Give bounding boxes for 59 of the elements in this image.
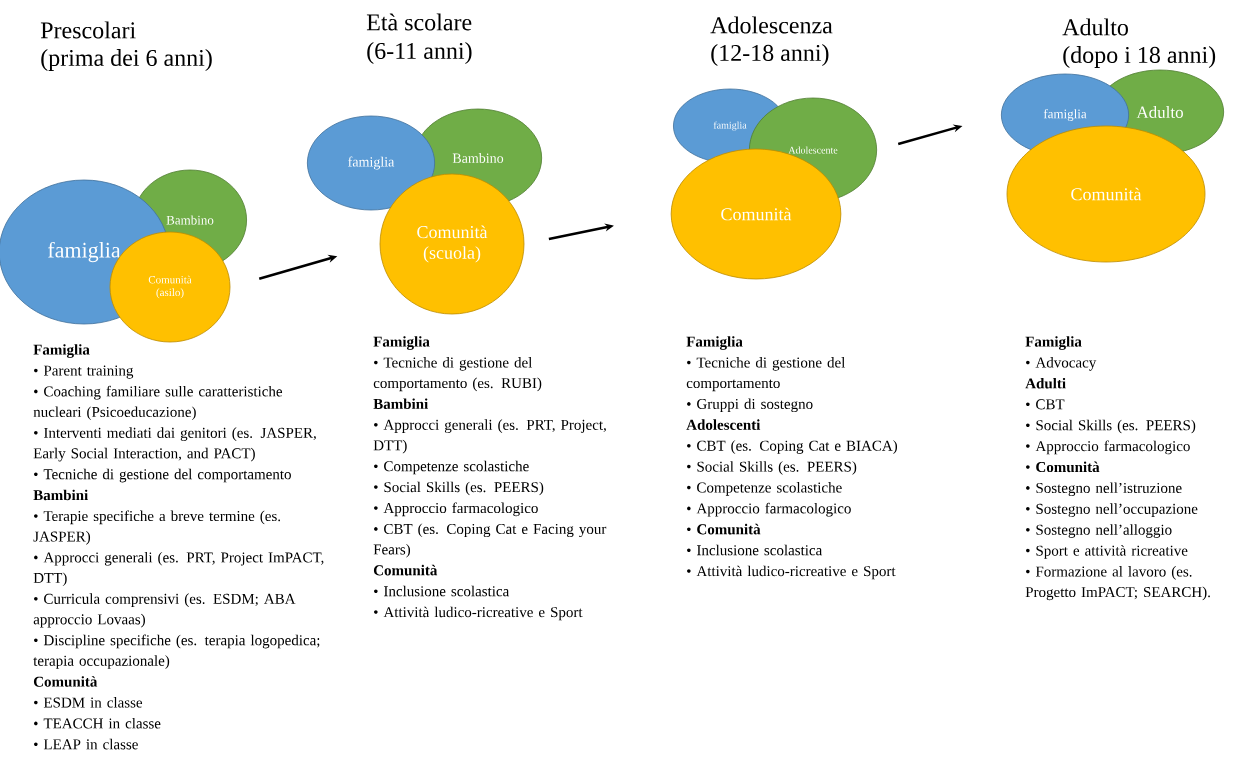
list-heading: Comunità	[373, 564, 438, 576]
list-item: • Approcci generali (es. PRT, Project ImPACT, DTT)	[33, 551, 324, 587]
list-item: • Attività ludico-ricreative e Sport	[374, 606, 583, 621]
list-item: • Approcci generali (es. PRT, Project, DTT)	[373, 419, 606, 454]
list-item: • Curricula comprensivi (es. ESDM; ABA approccio Lovaas)	[33, 593, 296, 628]
list-item: • Competenze scolastiche	[374, 460, 529, 475]
list-heading: Bambini	[33, 489, 88, 501]
list-item: • Approccio farmacologico	[374, 502, 538, 517]
list-heading: Famiglia	[1025, 336, 1082, 350]
list-item: • Advocacy	[1026, 357, 1097, 371]
stage-heading: Prescolari	[40, 21, 136, 39]
list-item: • Comunità	[687, 523, 761, 535]
list-heading: Famiglia	[686, 336, 743, 350]
list-item: • Inclusione scolastica	[687, 544, 823, 556]
list-item: • Social Skills (es. PEERS)	[1026, 419, 1196, 434]
circle-node: Comunità	[1006, 125, 1206, 263]
list-item: • Tecniche di gestione del comportamento	[34, 468, 291, 483]
list-item: • Gruppi di sostegno	[687, 398, 813, 413]
list-item: • Formazione al lavoro (es. Progetto ImPACT; SEARCH).	[1025, 566, 1210, 601]
stage-heading: (6-11 anni)	[367, 42, 472, 64]
list-item: • TEACCH in classe	[34, 717, 161, 729]
list-heading: Bambini	[373, 398, 428, 409]
list-item: • CBT (es. Coping Cat e BIACA)	[687, 440, 898, 454]
stage-heading: (12-18 anni)	[711, 44, 829, 66]
list-item: • Attività ludico-ricreative e Sport	[687, 565, 896, 580]
list-item: • Sport e attività ricreative	[1026, 545, 1188, 559]
list-item: • CBT	[1026, 399, 1065, 410]
list-item: • Tecniche di gestione del comportamento (es. RUBI)	[373, 357, 542, 392]
stage-heading: (prima dei 6 anni)	[41, 49, 212, 71]
list-item: • Terapie specifiche a breve termine (es. JASPER)	[33, 510, 281, 545]
list-item: • Social Skills (es. PEERS)	[374, 481, 544, 496]
list-item: • Sostegno nell’occupazione	[1026, 503, 1198, 517]
list-item: • Sostegno nell’alloggio	[1026, 524, 1172, 538]
list-item: • Approccio farmacologico	[1026, 440, 1190, 455]
list-heading: Famiglia	[373, 336, 430, 350]
stage-heading: Adolescenza	[710, 16, 833, 34]
list-item: • LEAP in classe	[34, 738, 138, 750]
list-item: • Coaching familiare sulle caratteristiche nucleari (Psicoeducazione)	[33, 385, 283, 421]
stage-heading: Età scolare	[366, 13, 472, 31]
stage-heading: (dopo i 18 anni)	[1063, 46, 1216, 68]
list-item: • Inclusione scolastica	[374, 585, 510, 597]
list-item: • Sostegno nell’istruzione	[1026, 482, 1182, 497]
list-item: • Parent training	[34, 365, 134, 379]
list-heading: Comunità	[33, 676, 98, 687]
list-heading: Adolescenti	[686, 419, 761, 430]
list-heading: Famiglia	[33, 344, 90, 358]
list-item: • CBT (es. Coping Cat e Facing your Fears)	[373, 523, 607, 558]
list-heading: Adulti	[1025, 377, 1066, 389]
list-item: • Interventi mediati dai genitori (es. JASPER, Early Social Interaction, and PACT)	[33, 427, 316, 462]
list-item: • ESDM in classe	[34, 697, 143, 708]
list-item: • Tecniche di gestione del comportamento	[686, 357, 846, 392]
list-item: • Discipline specifiche (es. terapia logopedica; terapia occupazionale)	[33, 634, 320, 669]
list-item: • Comunità	[1026, 461, 1100, 473]
list-item: • Social Skills (es. PEERS)	[687, 461, 857, 475]
list-item: • Competenze scolastiche	[687, 482, 842, 496]
list-item: • Approccio farmacologico	[687, 502, 851, 517]
circle-node: Comunità (scuola)	[379, 173, 525, 315]
circle-node: famiglia	[306, 115, 436, 211]
stage-heading: Adulto	[1062, 18, 1128, 36]
